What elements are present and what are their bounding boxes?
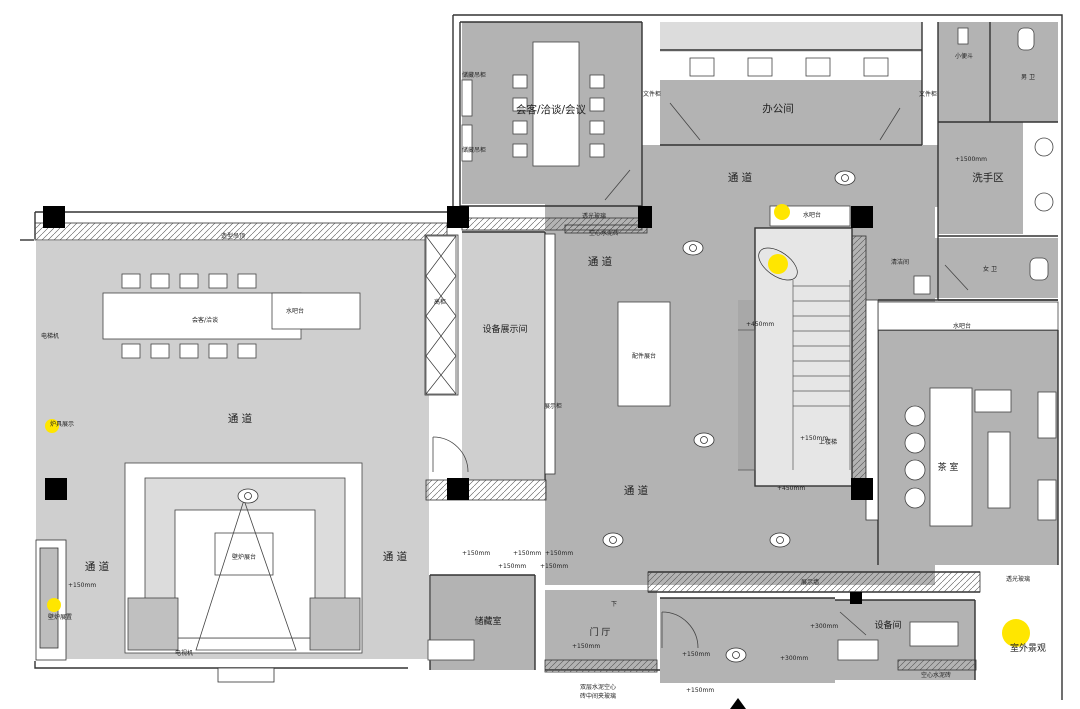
people-figures (237, 170, 856, 663)
label-equipment-hall: 设备展示间 (482, 323, 527, 335)
light-spots (45, 204, 1030, 647)
fixtures (102, 27, 1059, 661)
view-cone (195, 498, 297, 651)
label-file-cab-left: 文件柜 (643, 90, 661, 98)
label-glass-wall: 透光玻璃 (1006, 575, 1030, 583)
label-up-stairs: 上楼梯 (819, 438, 837, 446)
label-corridor-top: 通 道 (728, 171, 753, 184)
label-electric-unit: 电梯机 (41, 332, 59, 340)
label-water-bar-upper: 水吧台 (803, 211, 821, 219)
label-fireplace-left: 壁炉展置 (48, 613, 72, 621)
label-corridor-left: 通 道 (228, 412, 253, 425)
level-markers: +1500mm +450mm +150mm +450mm +150mm +150… (68, 156, 987, 694)
stairs (738, 280, 851, 471)
hatched-walls (34, 217, 981, 683)
level-label: +150mm (462, 550, 490, 557)
label-office: 办公间 (762, 102, 794, 115)
level-label: +150mm (68, 582, 96, 589)
label-wash-area: 洗手区 (972, 171, 1004, 184)
label-corridor-left2: 通 道 (85, 560, 110, 573)
label-parts-table: 配件展台 (632, 352, 656, 360)
label-entry-note-2: 砖中间夹玻璃 (580, 692, 616, 700)
label-corridor-mid: 通 道 (588, 255, 613, 268)
label-cleaning: 清洁间 (891, 258, 909, 266)
label-corridor-center: 通 道 (624, 484, 649, 497)
label-meeting-top: 会客/洽谈/会议 (516, 103, 587, 116)
label-tea-room: 茶 室 (938, 461, 959, 473)
high-cabinet (425, 235, 457, 395)
level-label: +450mm (746, 321, 774, 328)
label-display-top: 造型吊顶 (221, 232, 245, 240)
label-female-wc: 女 卫 (983, 265, 997, 273)
label-storage: 储藏室 (474, 615, 501, 627)
level-label: +150mm (682, 651, 710, 658)
label-fireplace-small: 炉具展示 (50, 420, 74, 428)
label-male-wc: 男 卫 (1021, 74, 1035, 81)
level-label: +300mm (810, 623, 838, 630)
label-display-stand: 展示柜 (544, 402, 562, 410)
label-down-mark: 下 (611, 601, 617, 608)
label-tv: 电视机 (175, 649, 193, 657)
label-entry-note-1: 双层水泥空心 (580, 683, 616, 691)
level-label: +1500mm (955, 156, 987, 163)
level-label: +150mm (572, 643, 600, 650)
label-hollow-brick-top: 空心水泥砖 (589, 229, 619, 237)
label-equipment-room: 设备间 (874, 619, 901, 631)
level-label: +300mm (780, 655, 808, 662)
level-label: +450mm (777, 485, 805, 492)
level-label: +150mm (540, 563, 568, 570)
door-swings (432, 102, 969, 649)
label-display-cabinet-1: 储藏吊柜 (462, 71, 486, 79)
level-label: +150mm (498, 563, 526, 570)
label-water-bar-left: 水吧台 (286, 307, 304, 315)
fixture-ellipse (758, 247, 798, 281)
level-label: +150mm (686, 687, 714, 694)
entrance-arrow-icon (730, 698, 746, 709)
label-display-cabinet-2: 储藏吊柜 (462, 146, 486, 154)
level-label: +150mm (545, 550, 573, 557)
label-meeting-left: 会客/洽谈 (192, 316, 218, 324)
label-landscape: 室外景观 (1010, 642, 1046, 654)
label-file-cab-right: 文件柜 (919, 90, 937, 98)
level-label: +150mm (513, 550, 541, 557)
label-urinal: 小便斗 (955, 52, 973, 60)
room-labels: 会客/洽谈/会议 办公间 通 道 洗手区 男 卫 女 卫 小便斗 清洁间 水吧台… (41, 52, 1046, 700)
label-corridor-left3: 通 道 (383, 550, 408, 563)
label-fireplace-center: 壁炉展台 (232, 553, 256, 561)
label-display-wall: 展示墙 (801, 578, 819, 586)
level-label: +150mm (800, 435, 828, 442)
label-glass-door: 透光玻璃 (582, 212, 606, 220)
columns (43, 206, 873, 604)
label-hollow-brick-bottom: 空心水泥砖 (921, 671, 951, 679)
label-foyer: 门 厅 (590, 626, 611, 638)
label-high-cabinet: 高柜 (434, 298, 446, 306)
label-water-bar-right: 水吧台 (953, 322, 971, 330)
